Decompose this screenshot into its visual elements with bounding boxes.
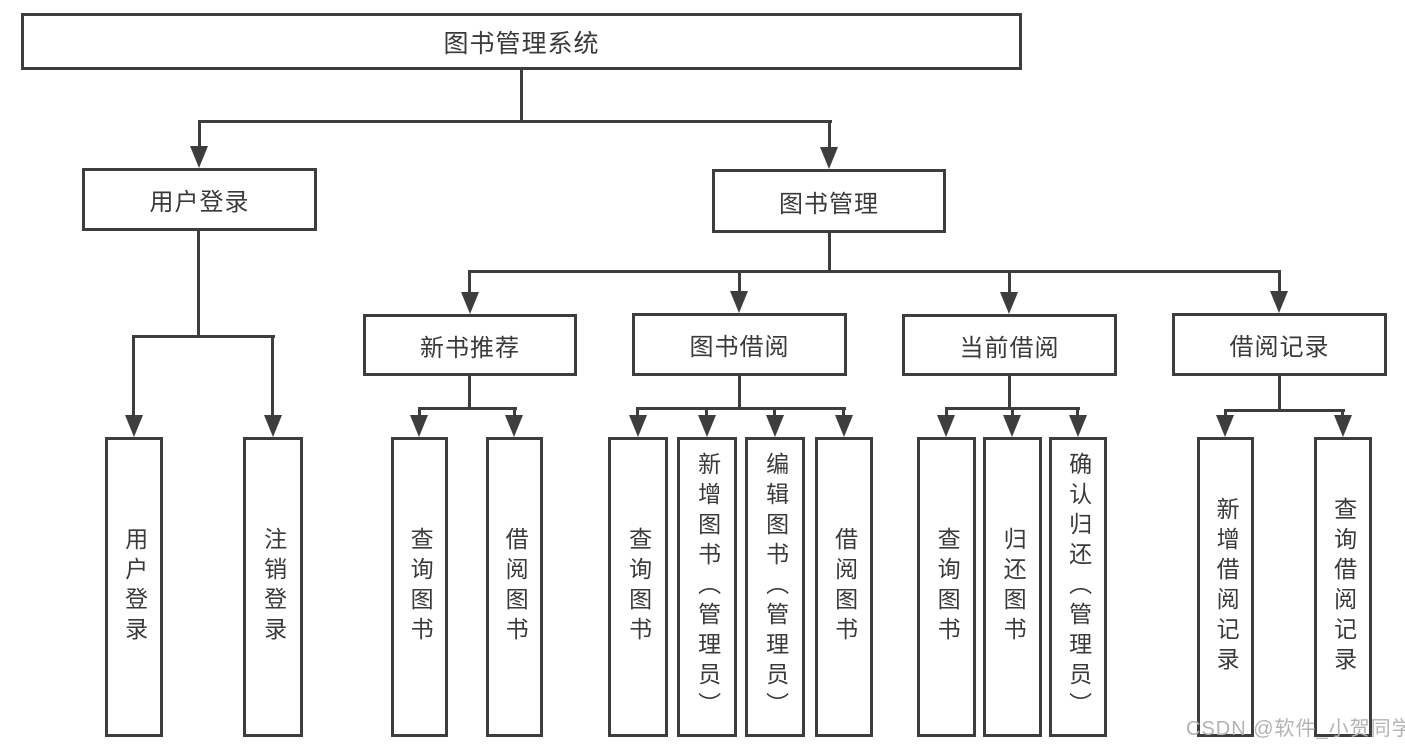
leaf-label: 借阅图书 — [502, 527, 529, 647]
leaf-add-borrow-record: 新增借阅记录 — [1197, 437, 1254, 737]
leaf-query-books-current: 查询图书 — [917, 437, 976, 737]
arrow-down-icon — [1000, 292, 1018, 314]
connector-segment — [1011, 407, 1014, 419]
connector-segment — [1278, 376, 1281, 412]
node-borrow-records: 借阅记录 — [1172, 313, 1387, 376]
arrow-down-icon — [835, 415, 853, 437]
node-new-book-recommend: 新书推荐 — [363, 314, 577, 376]
connector-segment — [468, 270, 471, 294]
arrow-down-icon — [1003, 415, 1021, 437]
leaf-label: 查询借阅记录 — [1330, 497, 1357, 677]
leaf-user-login: 用户登录 — [105, 437, 163, 737]
connector-segment — [271, 335, 274, 417]
node-label: 图书管理 — [779, 190, 879, 218]
node-label: 借阅记录 — [1229, 334, 1330, 361]
connector-segment — [1008, 376, 1011, 410]
node-label: 当前借阅 — [959, 334, 1060, 362]
arrow-down-icon — [1270, 291, 1288, 313]
leaf-add-book-admin: 新增图书（管理员） — [677, 437, 737, 737]
arrow-down-icon — [1069, 415, 1087, 437]
connector-segment — [132, 335, 275, 338]
arrow-down-icon — [629, 415, 647, 437]
node-label: 新书推荐 — [420, 334, 520, 362]
leaf-logout: 注销登录 — [243, 437, 303, 737]
connector-segment — [1076, 407, 1079, 419]
leaf-borrow-books-recommend: 借阅图书 — [486, 437, 543, 737]
node-label: 用户登录 — [149, 189, 250, 216]
node-book-management: 图书管理 — [712, 169, 946, 233]
connector-segment — [418, 407, 421, 419]
arrow-down-icon — [505, 415, 523, 437]
arrow-down-icon — [730, 291, 748, 313]
arrow-down-icon — [1216, 415, 1234, 437]
leaf-query-books-recommend: 查询图书 — [391, 437, 448, 737]
arrow-down-icon — [698, 415, 716, 437]
arrow-down-icon — [190, 146, 208, 168]
connector-segment — [1224, 409, 1345, 412]
arrow-down-icon — [125, 415, 143, 437]
leaf-query-borrow-record: 查询借阅记录 — [1314, 437, 1372, 737]
connector-segment — [468, 376, 471, 410]
connector-segment — [520, 70, 523, 123]
leaf-edit-book-admin: 编辑图书（管理员） — [745, 437, 805, 737]
connector-segment — [513, 407, 516, 419]
arrow-down-icon — [937, 415, 955, 437]
arrow-down-icon — [410, 415, 428, 437]
connector-segment — [738, 270, 741, 293]
node-book-borrow: 图书借阅 — [632, 313, 847, 376]
leaf-label: 查询图书 — [407, 527, 434, 647]
arrow-down-icon — [820, 147, 838, 169]
connector-segment — [132, 335, 135, 417]
connector-segment — [636, 407, 846, 410]
connector-segment — [773, 407, 776, 419]
connector-segment — [1008, 270, 1011, 294]
connector-segment — [468, 270, 1281, 273]
connector-segment — [1341, 409, 1344, 419]
connector-segment — [1224, 409, 1227, 419]
leaf-label: 用户登录 — [121, 527, 148, 647]
leaf-label: 查询图书 — [934, 527, 961, 647]
leaf-query-books-borrow: 查询图书 — [608, 437, 668, 737]
leaf-label: 借阅图书 — [831, 527, 858, 647]
connector-segment — [418, 407, 517, 410]
node-current-borrow: 当前借阅 — [902, 314, 1117, 376]
leaf-return-books: 归还图书 — [983, 437, 1042, 737]
connector-segment — [828, 120, 831, 150]
leaf-label: 新增图书（管理员） — [694, 452, 721, 722]
arrow-down-icon — [766, 415, 784, 437]
connector-segment — [198, 120, 201, 150]
connector-segment — [636, 407, 639, 419]
connector-segment — [738, 376, 741, 410]
leaf-label: 注销登录 — [260, 527, 287, 647]
node-library-system: 图书管理系统 — [21, 13, 1022, 70]
connector-segment — [198, 120, 832, 123]
connector-segment — [197, 231, 200, 338]
arrow-down-icon — [461, 292, 479, 314]
node-user-login: 用户登录 — [82, 168, 317, 231]
node-label: 图书管理系统 — [443, 29, 600, 58]
connector-segment — [842, 407, 845, 419]
arrow-down-icon — [264, 415, 282, 437]
leaf-label: 新增借阅记录 — [1213, 497, 1240, 677]
node-label: 图书借阅 — [689, 334, 790, 361]
leaf-label: 查询图书 — [625, 527, 652, 647]
leaf-label: 归还图书 — [1000, 527, 1027, 647]
arrow-down-icon — [1334, 415, 1352, 437]
leaf-label: 确认归还（管理员） — [1065, 452, 1092, 722]
connector-segment — [1278, 270, 1281, 293]
connector-segment — [705, 407, 708, 419]
leaf-label: 编辑图书（管理员） — [762, 452, 789, 722]
leaf-borrow-books: 借阅图书 — [815, 437, 873, 737]
leaf-confirm-return-admin: 确认归还（管理员） — [1049, 437, 1107, 737]
watermark-text: CSDN @软件_小贺同学 — [1186, 718, 1405, 740]
connector-segment — [945, 407, 948, 419]
connector-segment — [828, 233, 831, 273]
